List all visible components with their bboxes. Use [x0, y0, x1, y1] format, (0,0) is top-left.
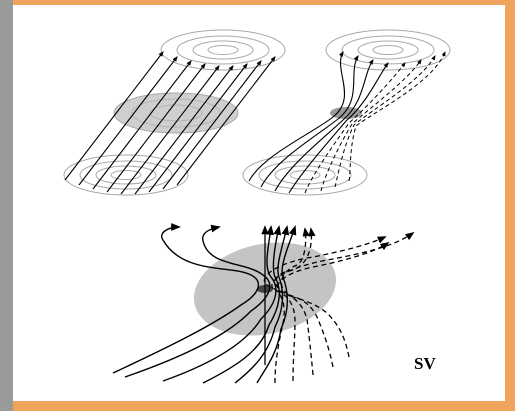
- left-sidebar-bar: [0, 0, 13, 411]
- twisted-dashed-lines: [304, 51, 446, 194]
- spiral-dashed-lines: [263, 227, 415, 384]
- straight-vortex-tube: [63, 29, 286, 196]
- twisted-solid-lines: [248, 51, 389, 194]
- twisted-vortex-tube: [242, 29, 451, 196]
- top-ring-circles: [160, 29, 286, 71]
- bottom-ring-circles-right: [242, 154, 368, 196]
- figure-panel: SV: [13, 5, 505, 401]
- top-ring-circles-right: [325, 29, 451, 71]
- spiral-solid-lines: [112, 223, 297, 384]
- twisted-core: [330, 107, 362, 119]
- spiral-vortex-lines: [112, 223, 415, 384]
- vortex-diagram: [63, 29, 451, 384]
- straight-vortex-lines: [64, 51, 276, 195]
- bottom-ring-circles: [63, 154, 189, 196]
- sv-label: SV: [414, 354, 436, 373]
